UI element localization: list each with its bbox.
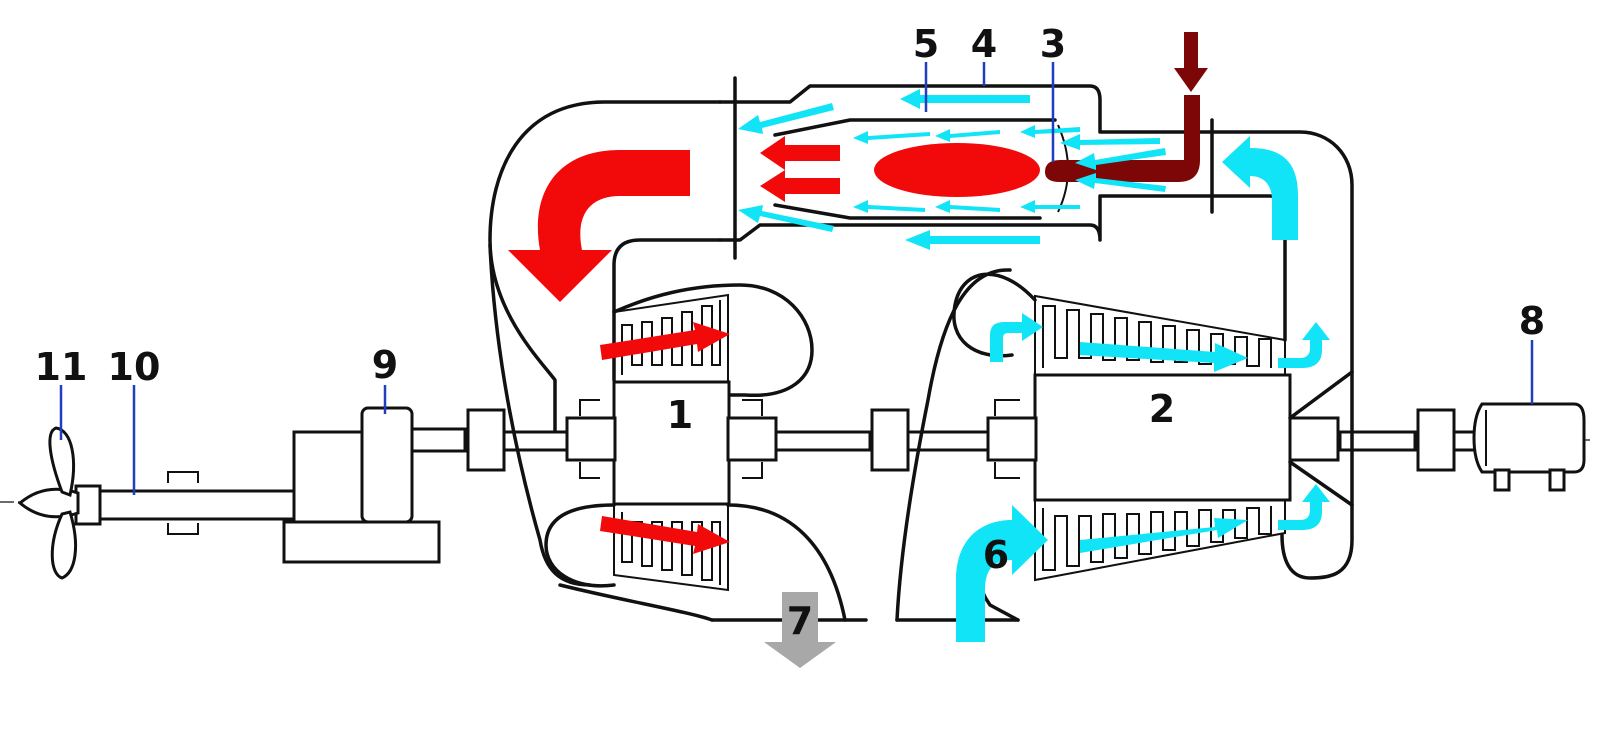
turbine-bearing <box>565 416 617 462</box>
coupling <box>466 408 506 472</box>
label-flame-tube: 5 <box>913 22 939 66</box>
label-air-inlet: 6 <box>983 533 1009 577</box>
compressor-flow-arrow <box>1080 342 1248 372</box>
part-labels: 1 2 3 4 5 6 7 8 9 10 11 <box>35 22 1546 643</box>
fuel-inlet-arrow <box>1174 32 1208 92</box>
outlet-turn-arrow <box>1278 322 1330 368</box>
compressor-intake-wall <box>895 268 1012 622</box>
combustor-casing <box>718 84 1214 134</box>
intake-turn-arrow <box>990 313 1043 362</box>
turbine-inlet-duct <box>488 100 722 432</box>
label-starter: 8 <box>1519 299 1545 343</box>
shaft-segment <box>403 427 467 453</box>
compressor-rotor <box>1033 373 1292 502</box>
turbine <box>488 100 868 622</box>
outlet-turn-arrow <box>1278 484 1330 530</box>
combustion-flame <box>874 143 1040 197</box>
label-shaft: 10 <box>108 345 161 389</box>
turbine-volute <box>544 503 616 588</box>
turbine-outer-casing <box>488 243 592 587</box>
cooling-air-arrows <box>738 89 1166 250</box>
combustor-casing <box>718 194 1214 242</box>
compressor-bearing <box>986 416 1038 462</box>
label-propeller: 11 <box>35 345 88 389</box>
compressor-blades-upper <box>1034 294 1286 375</box>
combustor <box>718 32 1214 260</box>
propeller-spinner <box>17 487 80 519</box>
shaft-assembly <box>0 408 1590 503</box>
gearbox <box>282 406 441 564</box>
compressor-blades-lower <box>1034 500 1286 582</box>
flow-arrows <box>508 136 1330 668</box>
label-turbine: 1 <box>667 393 693 437</box>
label-combustor-casing: 4 <box>971 22 997 66</box>
flame-tube <box>773 203 1042 220</box>
delivery-flow-arrow <box>1222 136 1298 240</box>
gearbox-housing <box>360 406 414 524</box>
turbine-volute <box>612 283 814 398</box>
leader-lines <box>59 62 1534 495</box>
turbine-exhaust-wall <box>726 503 847 622</box>
hot-gas-arrow <box>760 170 840 202</box>
gearbox-base <box>282 520 441 564</box>
propeller-shaft <box>93 489 297 521</box>
turbine-flow-arrow <box>600 516 730 554</box>
label-gearbox: 9 <box>372 343 398 387</box>
starter <box>1472 402 1586 492</box>
starter-foot <box>1493 468 1511 492</box>
hot-gas-flow-arrow <box>508 150 690 302</box>
gearbox-housing <box>292 430 366 524</box>
compressor <box>895 130 1354 622</box>
label-compressor: 2 <box>1149 387 1175 431</box>
exhaust-arrow <box>764 592 836 668</box>
air-inlet-arrow <box>956 505 1048 642</box>
propeller-blade <box>48 426 76 498</box>
shaft-bearing <box>167 523 199 535</box>
hot-gas-arrow <box>760 136 840 170</box>
shaft-segment <box>498 430 572 452</box>
shaft-segment <box>768 430 872 452</box>
coupling <box>870 408 910 472</box>
fuel-line <box>1045 95 1200 182</box>
shaft-bearing <box>167 471 199 483</box>
compressor-bearing <box>1288 416 1340 462</box>
coupling <box>1416 408 1456 472</box>
starter-foot <box>1548 468 1566 492</box>
label-exhaust: 7 <box>787 599 813 643</box>
turbine-bearing <box>726 416 778 462</box>
turbine-inlet-duct <box>612 238 722 382</box>
propeller-blade <box>50 510 77 580</box>
propeller <box>17 426 297 580</box>
compressor-flow-arrow <box>1080 518 1248 553</box>
flame-tube <box>773 118 1057 137</box>
turbine-flow-arrow <box>600 322 730 360</box>
shaft-segment <box>1338 430 1417 452</box>
label-fuel-nozzle: 3 <box>1040 22 1066 66</box>
compressor-outer-casing <box>1210 130 1354 580</box>
turbine-rotor <box>612 380 731 506</box>
starter-body <box>1472 402 1586 474</box>
propeller-hub <box>74 484 102 526</box>
